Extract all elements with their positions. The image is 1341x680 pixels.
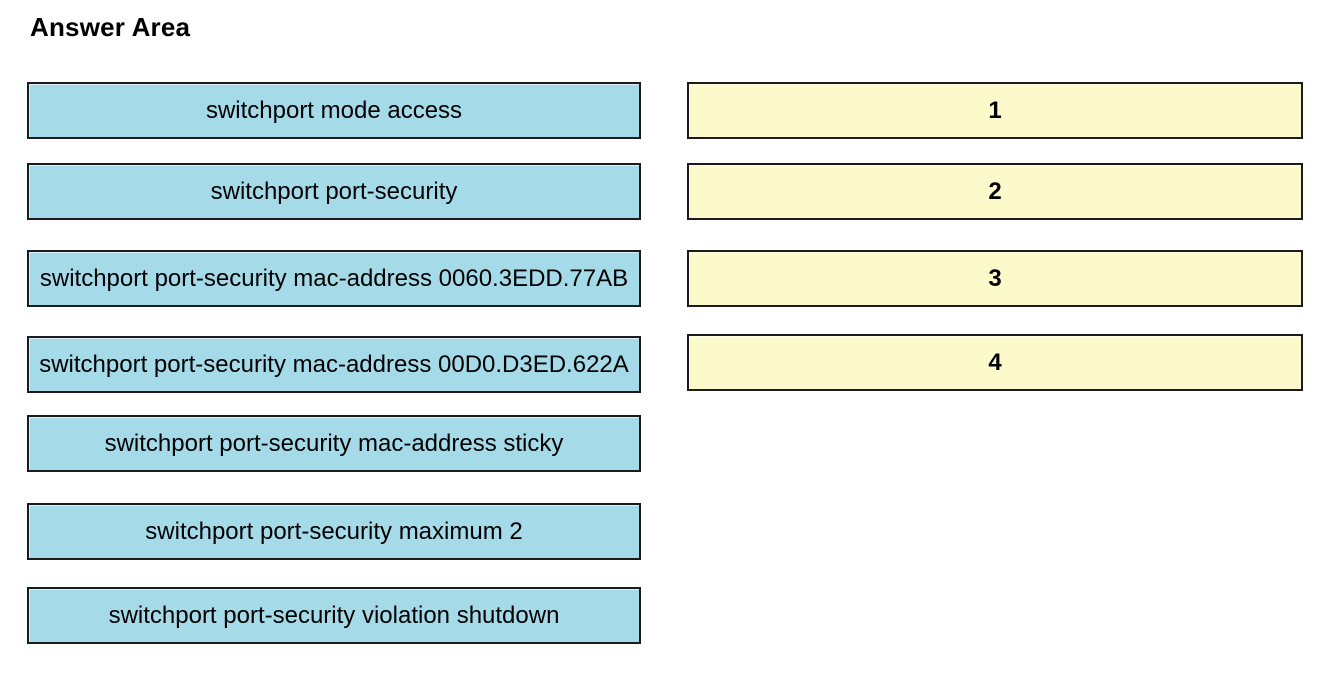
drop-target-number: 3 [988, 264, 1002, 292]
drop-target-number: 2 [988, 177, 1002, 205]
command-box-maximum-2[interactable]: switchport port-security maximum 2 [27, 503, 641, 560]
command-label: switchport port-security mac-address sti… [104, 429, 564, 457]
drop-target-number: 1 [988, 96, 1002, 124]
command-label: switchport mode access [205, 96, 463, 124]
command-box-switchport-mode-access[interactable]: switchport mode access [27, 82, 641, 139]
command-label: switchport port-security violation shutd… [108, 601, 560, 629]
command-label: switchport port-security [210, 177, 458, 205]
drop-target-2[interactable]: 2 [687, 163, 1303, 220]
drop-target-4[interactable]: 4 [687, 334, 1303, 391]
drop-target-1[interactable]: 1 [687, 82, 1303, 139]
command-label: switchport port-security mac-address 006… [39, 264, 629, 292]
command-label: switchport port-security mac-address 00D… [39, 350, 629, 378]
command-box-violation-shutdown[interactable]: switchport port-security violation shutd… [27, 587, 641, 644]
command-box-switchport-port-security[interactable]: switchport port-security [27, 163, 641, 220]
command-box-mac-address-sticky[interactable]: switchport port-security mac-address sti… [27, 415, 641, 472]
drop-target-number: 4 [988, 348, 1002, 376]
command-label: switchport port-security maximum 2 [145, 517, 523, 545]
drop-target-3[interactable]: 3 [687, 250, 1303, 307]
command-box-mac-address-0060-3edd-77ab[interactable]: switchport port-security mac-address 006… [27, 250, 641, 307]
command-box-mac-address-00d0-d3ed-622a[interactable]: switchport port-security mac-address 00D… [27, 336, 641, 393]
answer-area-heading: Answer Area [30, 12, 191, 42]
